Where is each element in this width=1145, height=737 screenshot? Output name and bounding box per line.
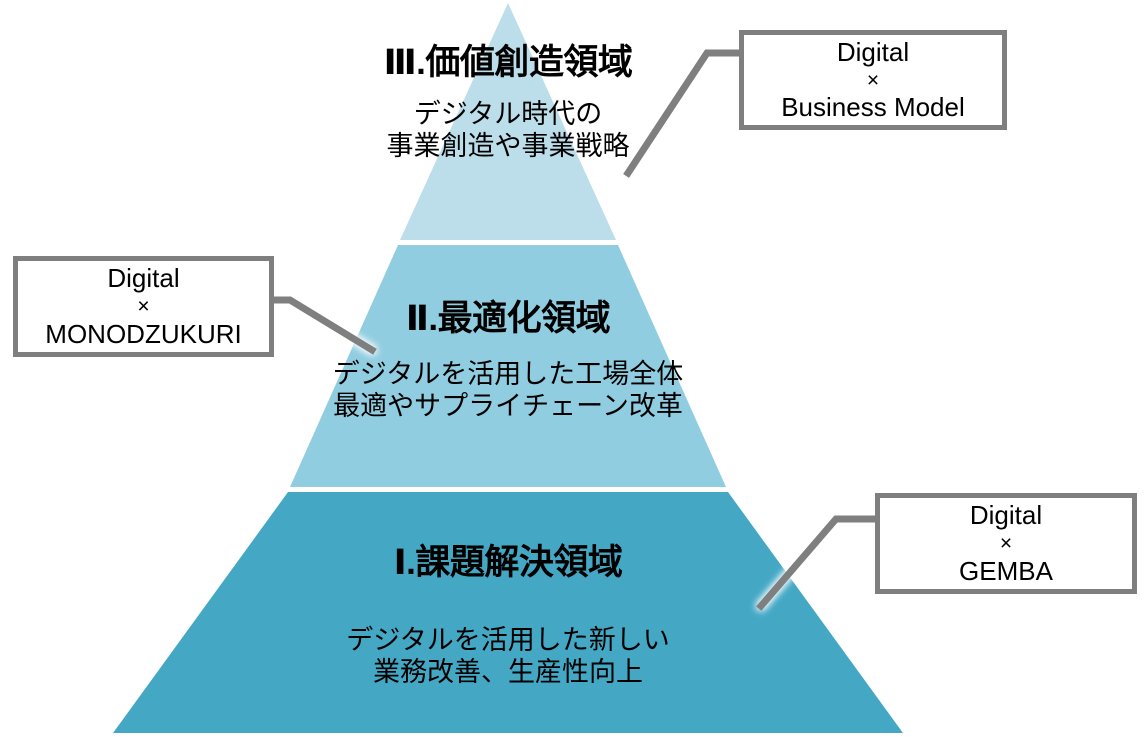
tier-1-heading: Ⅰ.課題解決領域 xyxy=(393,543,623,582)
connector-line-gemba xyxy=(756,515,879,611)
callout-gemba-line-1: Digital xyxy=(969,500,1043,531)
callout-gemba-line-3: GEMBA xyxy=(959,555,1053,586)
tier-1-description-line-1: デジタルを活用した新しい xyxy=(346,625,670,656)
tier-3-description-line-1: デジタル時代の xyxy=(413,99,603,130)
callout-box-business-model: Digital × Business Model xyxy=(739,30,1007,130)
callout-business-model-multiply-symbol: × xyxy=(866,68,880,92)
pyramid-tier-2-shape xyxy=(290,245,726,487)
pyramid-tier-1-text: Ⅰ.課題解決領域 デジタルを活用した新しい 業務改善、生産性向上 xyxy=(233,542,783,689)
pyramid-tier-1-shape xyxy=(113,492,903,733)
tier-2-description-line-1: デジタルを活用した工場全体 xyxy=(332,359,684,390)
pyramid-tier-3-text: Ⅲ.価値創造領域 デジタル時代の 事業創造や事業戦略 xyxy=(253,42,763,163)
tier-1-description-line-2: 業務改善、生産性向上 xyxy=(373,657,643,688)
tier-2-heading: Ⅱ.最適化領域 xyxy=(405,299,611,338)
callout-box-gemba: Digital × GEMBA xyxy=(875,493,1137,594)
pyramid-tier-3-shape xyxy=(400,3,616,240)
callout-box-monodzukuri: Digital × MONODZUKURI xyxy=(13,256,274,357)
callout-monodzukuri-multiply-symbol: × xyxy=(137,295,150,319)
callout-monodzukuri-line-1: Digital xyxy=(107,263,180,294)
callout-gemba-multiply-symbol: × xyxy=(999,532,1013,556)
connector-line-monodzukuri xyxy=(264,296,377,355)
callout-business-model-line-1: Digital xyxy=(836,36,910,67)
callout-monodzukuri-line-3: MONODZUKURI xyxy=(45,318,242,349)
connector-line-business-model xyxy=(623,49,744,178)
tier-2-description-line-2: 最適やサプライチェーン改革 xyxy=(333,391,683,422)
tier-3-description-line-2: 事業創造や事業戦略 xyxy=(386,131,630,162)
tier-3-heading: Ⅲ.価値創造領域 xyxy=(383,43,633,82)
callout-business-model-line-3: Business Model xyxy=(781,92,965,123)
pyramid-tier-2-text: Ⅱ.最適化領域 デジタルを活用した工場全体 最適やサプライチェーン改革 xyxy=(253,298,763,423)
